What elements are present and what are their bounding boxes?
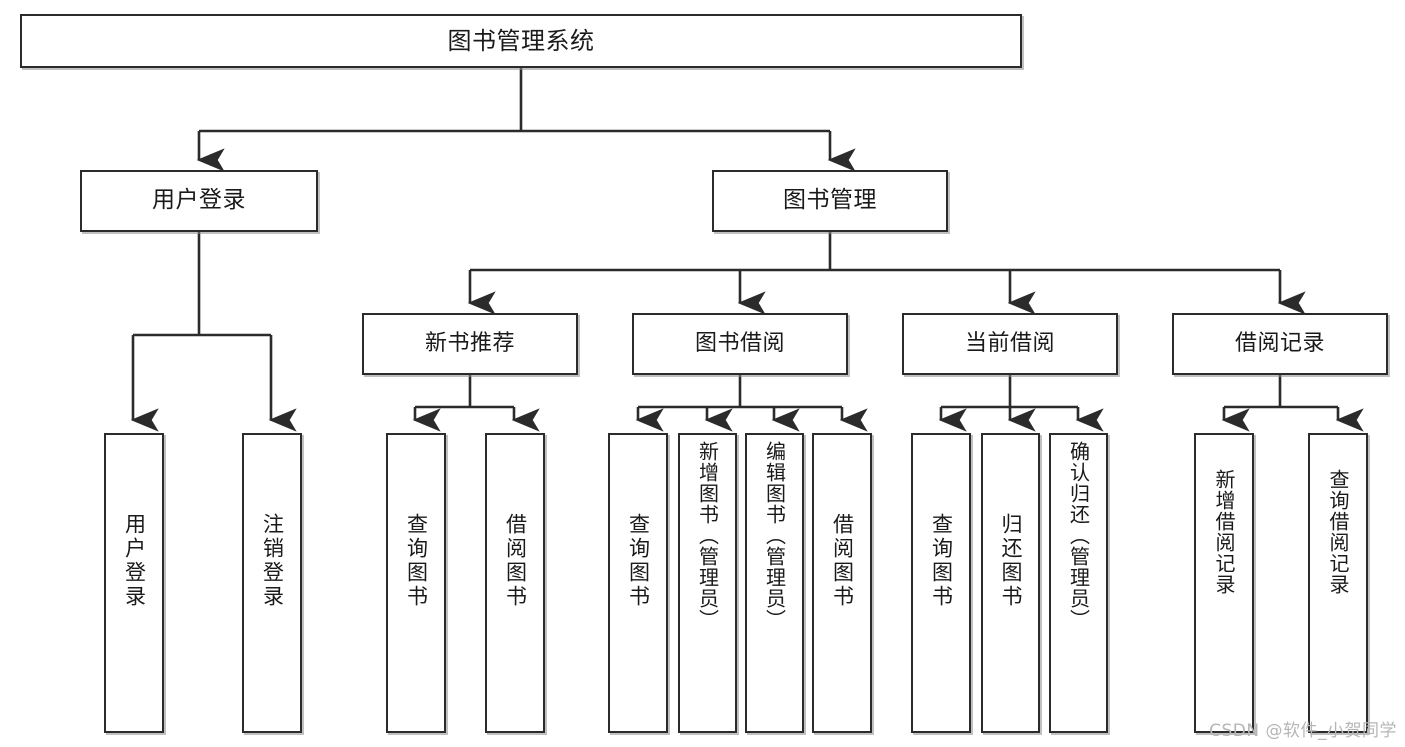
node-leaf-query-book-3[interactable]: 查询图书 bbox=[911, 433, 971, 733]
node-leaf-user-login-label: 用户登录 bbox=[122, 513, 147, 609]
node-leaf-query-book-2-label: 查询图书 bbox=[626, 513, 651, 609]
node-leaf-return-book[interactable]: 归还图书 bbox=[981, 433, 1040, 733]
node-book-manage[interactable]: 图书管理 bbox=[712, 170, 948, 232]
node-new-book-rec[interactable]: 新书推荐 bbox=[362, 313, 578, 375]
node-leaf-confirm-return[interactable]: 确认归还（管理员） bbox=[1049, 433, 1108, 733]
node-borrow-record[interactable]: 借阅记录 bbox=[1172, 313, 1388, 375]
node-leaf-edit-book[interactable]: 编辑图书（管理员） bbox=[745, 433, 804, 733]
node-root[interactable]: 图书管理系统 bbox=[20, 14, 1022, 68]
node-leaf-confirm-return-label: 确认归还（管理员） bbox=[1066, 441, 1091, 630]
node-leaf-borrow-book-1[interactable]: 借阅图书 bbox=[485, 433, 545, 733]
node-borrow-record-label: 借阅记录 bbox=[1234, 331, 1325, 357]
node-book-borrow-label: 图书借阅 bbox=[694, 331, 785, 357]
node-leaf-borrow-book-2-label: 借阅图书 bbox=[830, 513, 855, 609]
node-current-borrow[interactable]: 当前借阅 bbox=[902, 313, 1118, 375]
node-leaf-add-record-label: 新增借阅记录 bbox=[1212, 469, 1236, 595]
node-leaf-user-login[interactable]: 用户登录 bbox=[104, 433, 164, 733]
node-leaf-query-record[interactable]: 查询借阅记录 bbox=[1308, 433, 1368, 733]
node-leaf-edit-book-label: 编辑图书（管理员） bbox=[762, 441, 787, 630]
node-leaf-query-book-2[interactable]: 查询图书 bbox=[608, 433, 668, 733]
node-new-book-rec-label: 新书推荐 bbox=[424, 331, 515, 357]
watermark: CSDN @软件_小贺同学 bbox=[1209, 721, 1397, 741]
node-user-login[interactable]: 用户登录 bbox=[80, 170, 318, 232]
node-leaf-query-book-1-label: 查询图书 bbox=[404, 513, 429, 609]
node-current-borrow-label: 当前借阅 bbox=[964, 331, 1055, 357]
node-leaf-add-record[interactable]: 新增借阅记录 bbox=[1194, 433, 1254, 733]
node-leaf-borrow-book-1-label: 借阅图书 bbox=[503, 513, 528, 609]
node-leaf-query-book-3-label: 查询图书 bbox=[929, 513, 954, 609]
node-leaf-logout-label: 注销登录 bbox=[260, 513, 285, 609]
node-leaf-query-record-label: 查询借阅记录 bbox=[1326, 469, 1350, 595]
node-root-label: 图书管理系统 bbox=[447, 26, 595, 55]
node-leaf-return-book-label: 归还图书 bbox=[999, 513, 1023, 609]
node-leaf-query-book-1[interactable]: 查询图书 bbox=[386, 433, 446, 733]
node-leaf-borrow-book-2[interactable]: 借阅图书 bbox=[812, 433, 872, 733]
node-book-manage-label: 图书管理 bbox=[783, 187, 877, 214]
node-leaf-add-book-label: 新增图书（管理员） bbox=[695, 441, 720, 630]
node-book-borrow[interactable]: 图书借阅 bbox=[632, 313, 848, 375]
node-leaf-add-book[interactable]: 新增图书（管理员） bbox=[678, 433, 737, 733]
node-user-login-label: 用户登录 bbox=[152, 187, 246, 214]
node-leaf-logout[interactable]: 注销登录 bbox=[242, 433, 302, 733]
